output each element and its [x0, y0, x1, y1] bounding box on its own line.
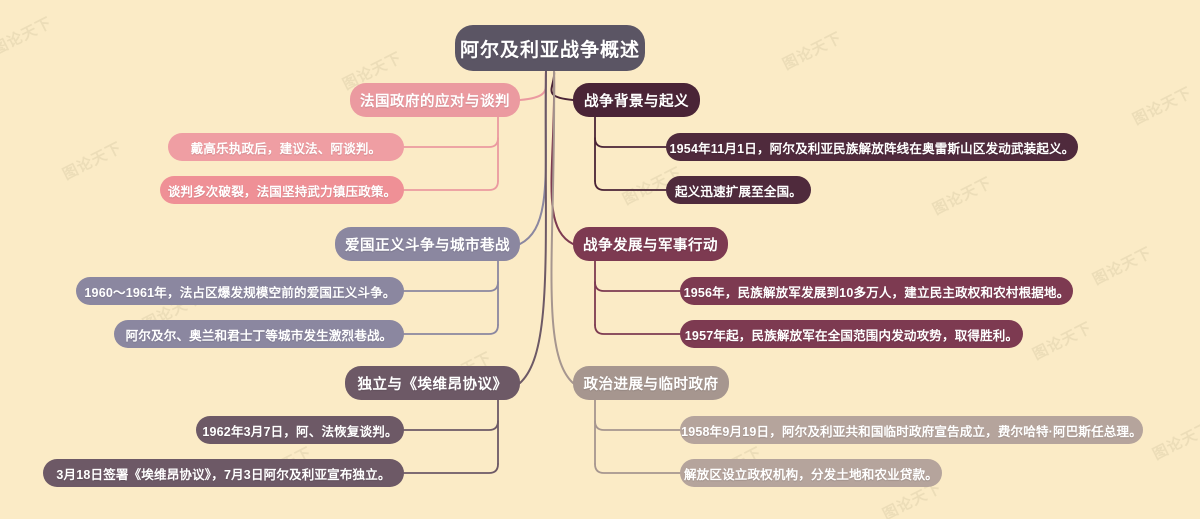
branch-node-6[interactable]: 政治进展与临时政府	[573, 366, 729, 400]
leaf-node-3-2[interactable]: 阿尔及尔、奥兰和君士丁等城市发生激烈巷战。	[114, 320, 404, 348]
connector-line	[594, 420, 681, 431]
watermark-text: 图论天下	[1030, 319, 1095, 364]
connector-line	[403, 137, 499, 148]
leaf-node-1-1[interactable]: 戴高乐执政后，建议法、阿谈判。	[168, 133, 404, 161]
root-node[interactable]: 阿尔及利亚战争概述	[455, 25, 645, 71]
leaf-node-5-2[interactable]: 3月18日签署《埃维昂协议》，7月3日阿尔及利亚宣布独立。	[43, 459, 404, 487]
watermark-text: 图论天下	[1130, 84, 1195, 129]
leaf-node-4-2[interactable]: 1957年起，民族解放军在全国范围内发动攻势，取得胜利。	[680, 320, 1023, 348]
watermark-text: 图论天下	[1150, 419, 1200, 464]
leaf-node-6-2[interactable]: 解放区设立政权机构，分发土地和农业贷款。	[680, 459, 942, 487]
branch-node-2[interactable]: 战争背景与起义	[573, 83, 700, 117]
leaf-node-2-2[interactable]: 起义迅速扩展至全国。	[666, 176, 811, 204]
connector-line	[519, 70, 547, 384]
connector-line	[550, 70, 574, 245]
connector-line	[403, 420, 499, 431]
connector-line	[550, 70, 574, 384]
watermark-text: 图论天下	[780, 29, 845, 74]
leaf-node-5-1[interactable]: 1962年3月7日，阿、法恢复谈判。	[196, 416, 404, 444]
connector-line	[594, 180, 667, 191]
watermark-text: 图论天下	[0, 14, 55, 59]
branch-node-1[interactable]: 法国政府的应对与谈判	[350, 83, 520, 117]
connector-line	[594, 324, 681, 335]
leaf-node-1-2[interactable]: 谈判多次破裂，法国坚持武力镇压政策。	[160, 176, 404, 204]
connector-line	[594, 137, 667, 148]
branch-node-5[interactable]: 独立与《埃维昂协议》	[345, 366, 520, 400]
connector-line	[519, 70, 547, 245]
connector-line	[594, 281, 681, 292]
branch-node-4[interactable]: 战争发展与军事行动	[573, 227, 728, 261]
connector-line	[519, 70, 547, 101]
connector-line	[403, 324, 499, 335]
watermark-text: 图论天下	[60, 139, 125, 184]
connector-line	[403, 281, 499, 292]
watermark-text: 图论天下	[1090, 244, 1155, 289]
connector-line	[594, 463, 681, 474]
leaf-node-4-1[interactable]: 1956年，民族解放军发展到10多万人，建立民主政权和农村根据地。	[680, 277, 1073, 305]
connector-line	[550, 70, 574, 101]
leaf-node-2-1[interactable]: 1954年11月1日，阿尔及利亚民族解放阵线在奥雷斯山区发动武装起义。	[666, 133, 1078, 161]
watermark-text: 图论天下	[930, 174, 995, 219]
branch-node-3[interactable]: 爱国正义斗争与城市巷战	[335, 227, 520, 261]
connector-line	[403, 463, 499, 474]
leaf-node-6-1[interactable]: 1958年9月19日，阿尔及利亚共和国临时政府宣告成立，费尔哈特·阿巴斯任总理。	[680, 416, 1143, 444]
leaf-node-3-1[interactable]: 1960～1961年，法占区爆发规模空前的爱国正义斗争。	[76, 277, 404, 305]
connector-line	[403, 180, 499, 191]
